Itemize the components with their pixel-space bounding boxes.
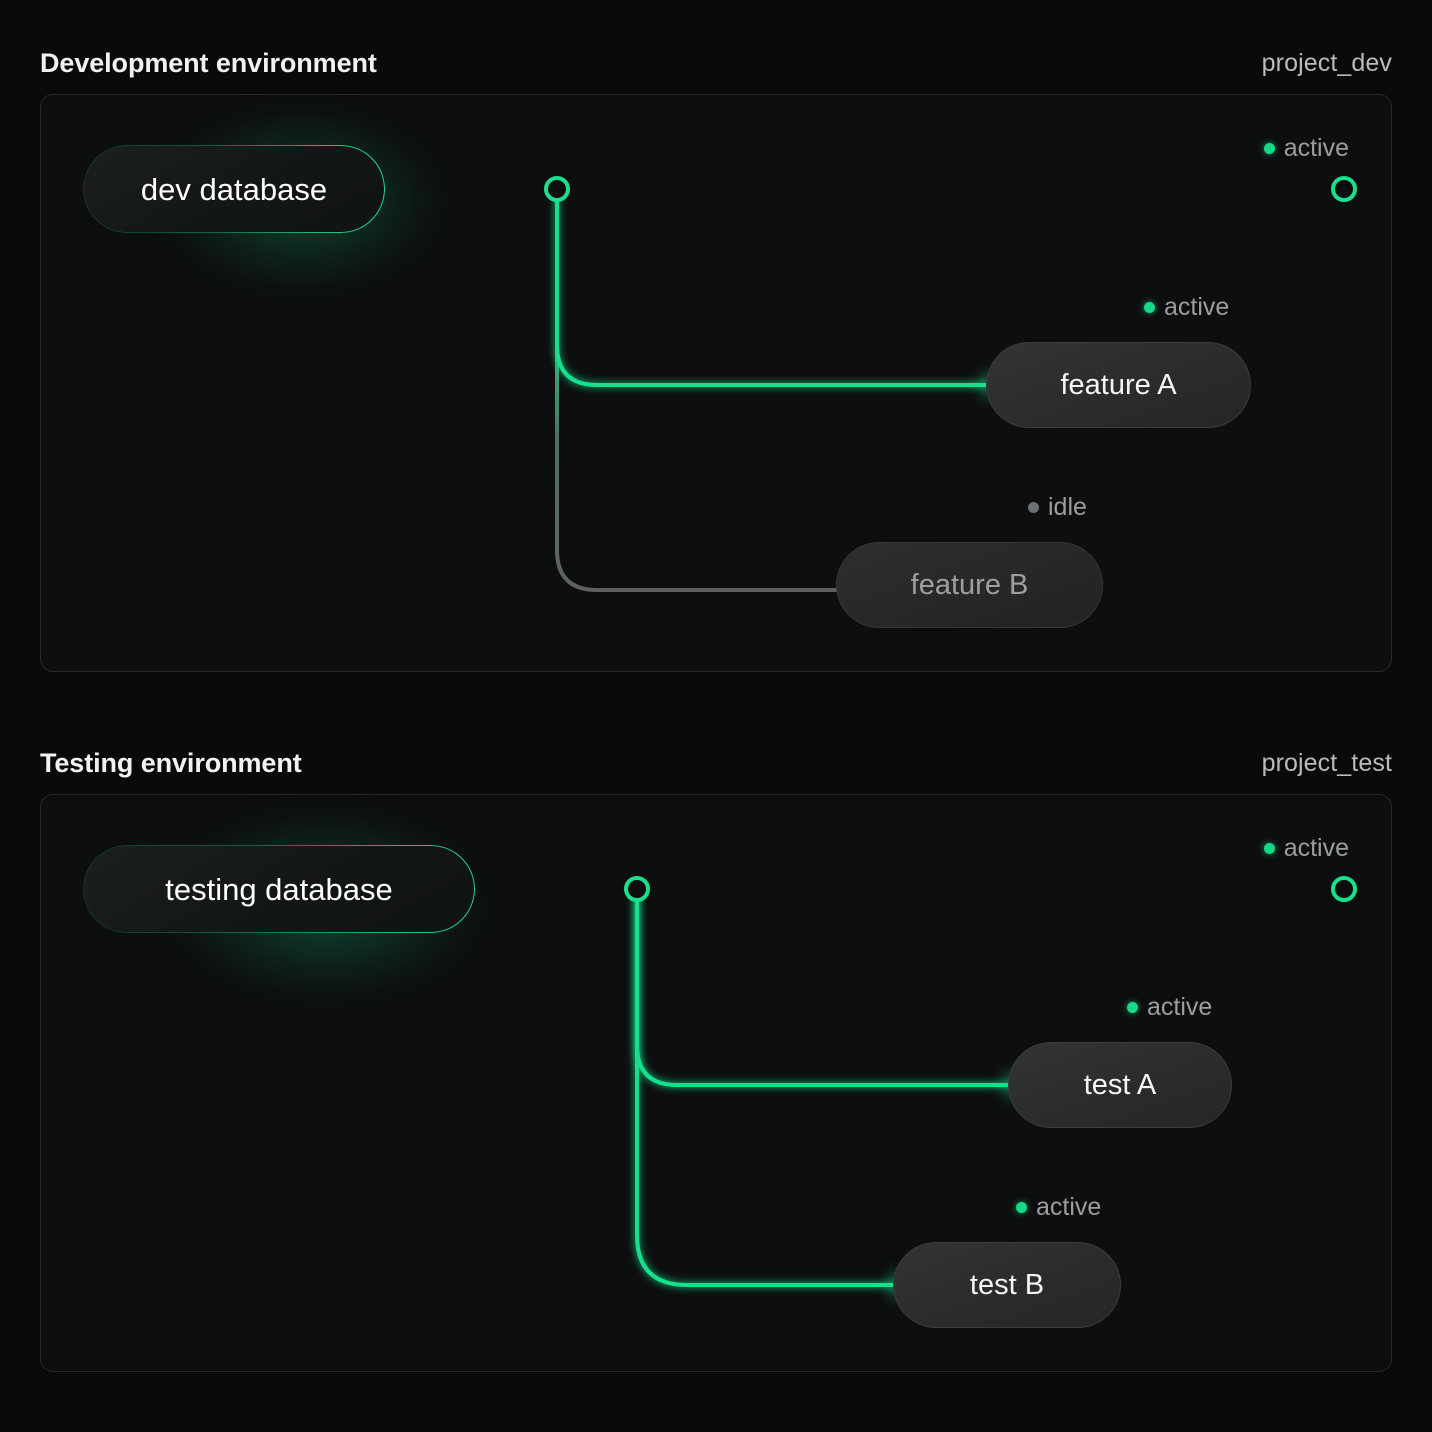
status-dot-icon xyxy=(1028,502,1039,513)
development-wiring xyxy=(383,176,1357,592)
dev-endpoint-status-label: active xyxy=(1283,134,1349,162)
testing-title: Testing environment xyxy=(40,747,302,778)
node-test-a[interactable]: test A xyxy=(1008,1042,1232,1128)
status-dot-icon xyxy=(1263,143,1275,154)
node-dev-database-label: dev database xyxy=(140,171,328,207)
status-dot-icon xyxy=(1016,1202,1027,1213)
testing-wiring xyxy=(473,876,1357,1287)
development-panel: dev database active feature A active fea… xyxy=(40,94,1392,672)
node-test-b-label: test B xyxy=(969,1268,1045,1301)
node-testing-database[interactable]: testing database xyxy=(83,845,475,933)
testing-branch-wire-test-a xyxy=(635,887,1013,1087)
node-feature-b[interactable]: feature B xyxy=(836,542,1103,628)
status-dot-icon xyxy=(1263,843,1275,854)
testing-endpoint-node[interactable] xyxy=(1331,876,1357,902)
node-dev-database[interactable]: dev database xyxy=(83,145,385,233)
dev-branch-wire-feature-a xyxy=(555,187,990,387)
test-b-status-label: active xyxy=(1036,1193,1102,1221)
node-test-b[interactable]: test B xyxy=(893,1242,1121,1328)
node-feature-a[interactable]: feature A xyxy=(986,342,1251,428)
test-b-status: active xyxy=(1016,1195,1101,1220)
testing-branch-wire-test-b xyxy=(635,887,898,1287)
feature-b-status: idle xyxy=(1028,495,1087,520)
testing-project-name: project_test xyxy=(1261,748,1392,777)
feature-a-status-label: active xyxy=(1164,293,1230,321)
node-feature-b-label: feature B xyxy=(910,568,1029,601)
section-testing: Testing environment project_test xyxy=(40,732,1392,1372)
testing-header: Testing environment project_test xyxy=(40,732,1392,794)
dev-junction-node[interactable] xyxy=(544,176,570,202)
node-feature-a-label: feature A xyxy=(1060,368,1177,401)
development-project-name: project_dev xyxy=(1261,48,1392,77)
testing-endpoint-status-label: active xyxy=(1283,834,1349,862)
development-title: Development environment xyxy=(40,47,377,78)
testing-junction-node[interactable] xyxy=(624,876,650,902)
development-header: Development environment project_dev xyxy=(40,32,1392,94)
node-testing-database-label: testing database xyxy=(165,871,393,907)
node-test-a-label: test A xyxy=(1083,1068,1157,1101)
status-dot-icon xyxy=(1127,1002,1138,1013)
dev-branch-wire-feature-b xyxy=(555,187,839,592)
testing-endpoint-status: active xyxy=(1263,834,1349,862)
feature-a-status: active xyxy=(1144,295,1229,320)
feature-b-status-label: idle xyxy=(1048,493,1087,521)
dev-endpoint-status: active xyxy=(1263,134,1349,162)
test-a-status-label: active xyxy=(1147,993,1213,1021)
testing-panel: testing database active test A active te… xyxy=(40,794,1392,1372)
dev-endpoint-node[interactable] xyxy=(1331,176,1357,202)
status-dot-icon xyxy=(1144,302,1155,313)
section-development: Development environment project_dev xyxy=(40,32,1392,672)
test-a-status: active xyxy=(1127,995,1212,1020)
